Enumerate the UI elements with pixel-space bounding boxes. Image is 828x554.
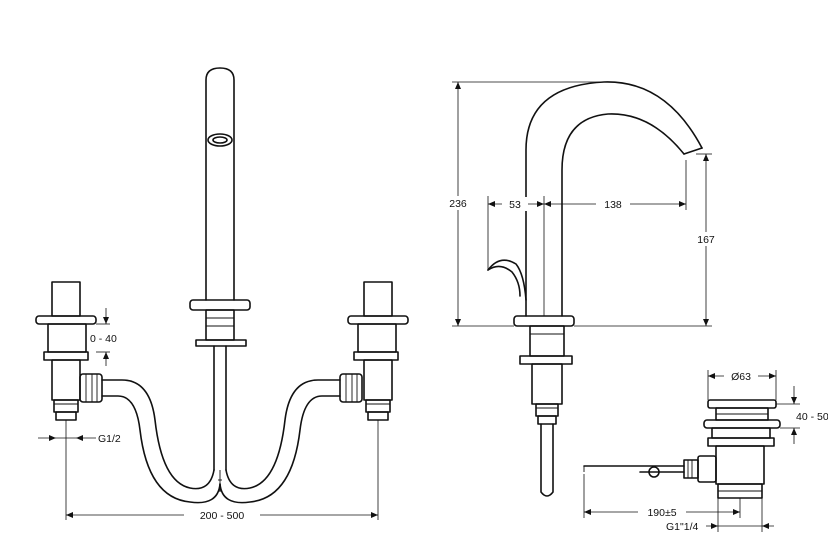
label-waste-diameter: Ø63 bbox=[731, 371, 751, 383]
label-total-height: 236 bbox=[449, 198, 467, 210]
dim-waste-height: 40 - 50 bbox=[776, 386, 828, 444]
label-waste-height: 40 - 50 bbox=[796, 411, 828, 423]
front-view: 0 - 40 G1/2 200 - 500 bbox=[35, 67, 409, 522]
dim-spout-height: 167 bbox=[574, 153, 722, 327]
dim-height-range: 0 - 40 bbox=[90, 308, 117, 366]
dim-spacing: 200 - 500 bbox=[65, 420, 379, 522]
label-handle-offset: 53 bbox=[509, 199, 521, 211]
label-reach: 138 bbox=[604, 199, 622, 211]
label-spout-height: 167 bbox=[697, 234, 715, 246]
front-hoses bbox=[101, 379, 341, 504]
dim-rod-length: 190±5 bbox=[583, 474, 741, 519]
waste-view: Ø63 40 - 50 190±5 bbox=[583, 369, 828, 533]
label-thread-front: G1/2 bbox=[98, 433, 121, 445]
side-spout bbox=[487, 81, 703, 497]
label-spacing: 200 - 500 bbox=[200, 510, 245, 522]
dim-reach: 138 bbox=[544, 160, 687, 211]
front-left-valve bbox=[35, 281, 103, 421]
front-right-valve bbox=[339, 281, 409, 421]
dim-total-height: 236 bbox=[442, 81, 604, 327]
side-view: 236 53 138 167 bbox=[442, 81, 722, 497]
dim-handle-offset: 53 bbox=[487, 196, 545, 316]
label-waste-thread: G1"1/4 bbox=[666, 521, 698, 533]
dim-waste-thread: G1"1/4 bbox=[666, 498, 774, 533]
waste-body bbox=[583, 399, 781, 499]
front-spout bbox=[189, 67, 251, 492]
dim-thread-front: G1/2 bbox=[38, 433, 121, 445]
label-height-range: 0 - 40 bbox=[90, 333, 117, 345]
dim-waste-diameter: Ø63 bbox=[707, 369, 777, 400]
label-rod-length: 190±5 bbox=[647, 507, 676, 519]
